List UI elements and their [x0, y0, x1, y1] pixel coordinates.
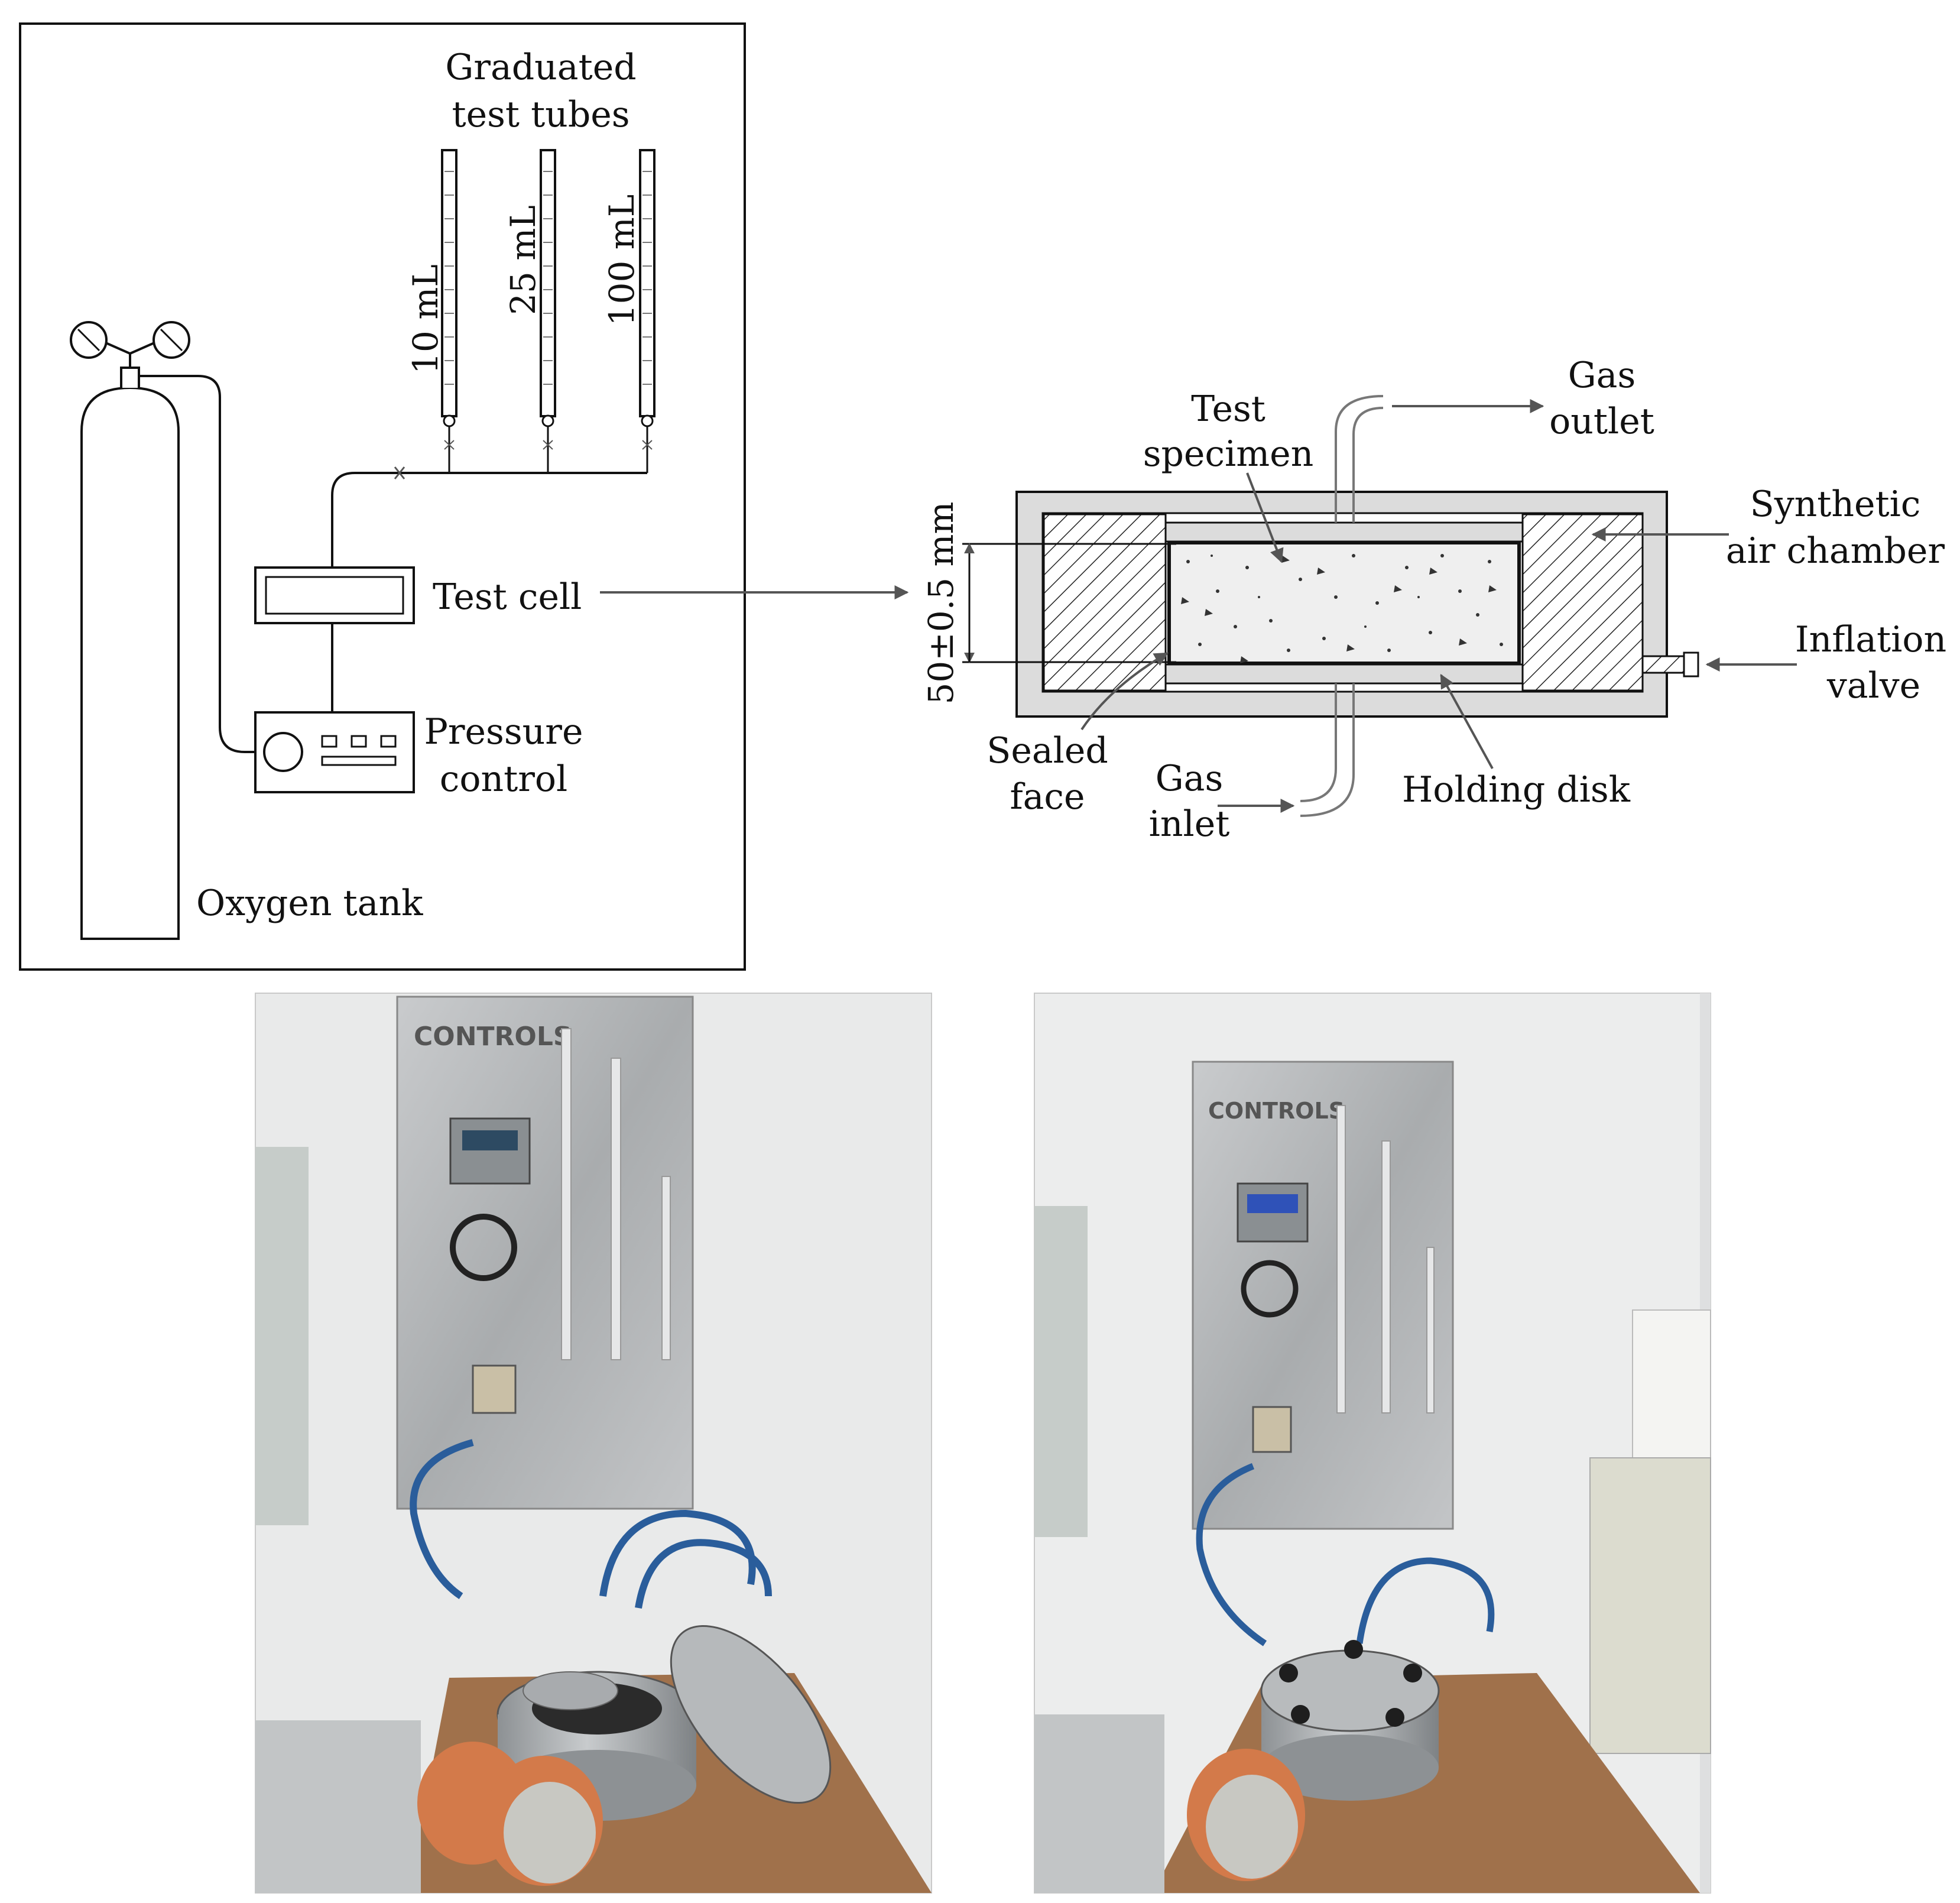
test-cell-label: Test cell	[433, 576, 582, 618]
tube-100ml-label: 100 mL	[602, 194, 642, 326]
inflation-valve-fitting	[1641, 655, 1685, 674]
graduated-tube-25ml	[540, 149, 556, 473]
test-cell-box	[254, 566, 415, 624]
pressure-control-label-line2: control	[440, 758, 567, 800]
inflation-valve-label-line1: Inflation	[1795, 619, 1946, 660]
schematic-frame	[19, 22, 746, 971]
graduated-tube-100ml	[639, 149, 656, 473]
air-chamber-left	[1043, 513, 1167, 692]
synthetic-air-chamber-label-line2: air chamber	[1726, 530, 1945, 572]
steel-panel	[396, 996, 694, 1510]
manifold-pipe	[331, 472, 647, 568]
tank-to-control-pipe	[139, 375, 255, 753]
test-specimen-label-line1: Test	[1191, 388, 1265, 430]
gas-outlet-label-line2: outlet	[1549, 401, 1654, 442]
tube-25ml-label: 25 mL	[503, 205, 543, 315]
sealed-face-label-line2: face	[1010, 776, 1085, 818]
setup-schematic: Graduated test tubes 10 mL 25 mL	[19, 22, 909, 971]
test-tubes-title-line1: Graduated	[445, 47, 636, 88]
tube-10ml-label: 10 mL	[405, 264, 446, 374]
holding-disk-bottom	[1164, 663, 1524, 685]
gas-inlet-pipe	[1300, 683, 1337, 802]
dimension-label: 50±0.5 mm	[921, 501, 961, 704]
test-tubes-title-line2: test tubes	[452, 94, 629, 135]
oxygen-tank	[80, 386, 180, 940]
gas-inlet-label-line1: Gas	[1156, 758, 1224, 799]
photo-closed-cell: CONTROLS	[1034, 993, 1711, 1894]
gas-outlet-pipe	[1335, 395, 1384, 523]
dimension-marker	[962, 543, 1176, 663]
inflation-valve-label-line2: valve	[1826, 665, 1920, 706]
photo-open-cell: CONTROLS	[255, 993, 932, 1894]
pressure-display	[449, 1117, 531, 1185]
gas-outlet-label-line1: Gas	[1568, 355, 1636, 396]
controls-brand-logo-2: CONTROLS	[1208, 1098, 1345, 1124]
holding-disk-top	[1164, 521, 1524, 543]
steel-panel-2	[1192, 1061, 1454, 1530]
specimen-aggregate	[1181, 554, 1503, 663]
oxygen-tank-label: Oxygen tank	[196, 883, 423, 924]
test-cell-cross-section: 50±0.5 mm Test specimen Gas outlet Synth…	[921, 355, 1946, 845]
closed-cell-lid	[1260, 1649, 1440, 1732]
test-specimen	[1167, 541, 1521, 665]
pressure-dial-icon	[263, 732, 303, 772]
air-chamber-right	[1521, 513, 1644, 692]
synthetic-air-chamber-label-line1: Synthetic	[1750, 484, 1921, 525]
pressure-control-label-line1: Pressure	[424, 711, 583, 753]
graduated-tube-10ml	[441, 149, 457, 473]
manifold-valve-icon	[394, 466, 405, 479]
controls-brand-logo: CONTROLS	[414, 1022, 572, 1052]
holding-disk-label: Holding disk	[1402, 769, 1631, 811]
test-specimen-label-line2: specimen	[1143, 433, 1314, 475]
gas-inlet-label-line2: inlet	[1149, 803, 1230, 845]
sealed-face-label-line1: Sealed	[987, 730, 1108, 771]
